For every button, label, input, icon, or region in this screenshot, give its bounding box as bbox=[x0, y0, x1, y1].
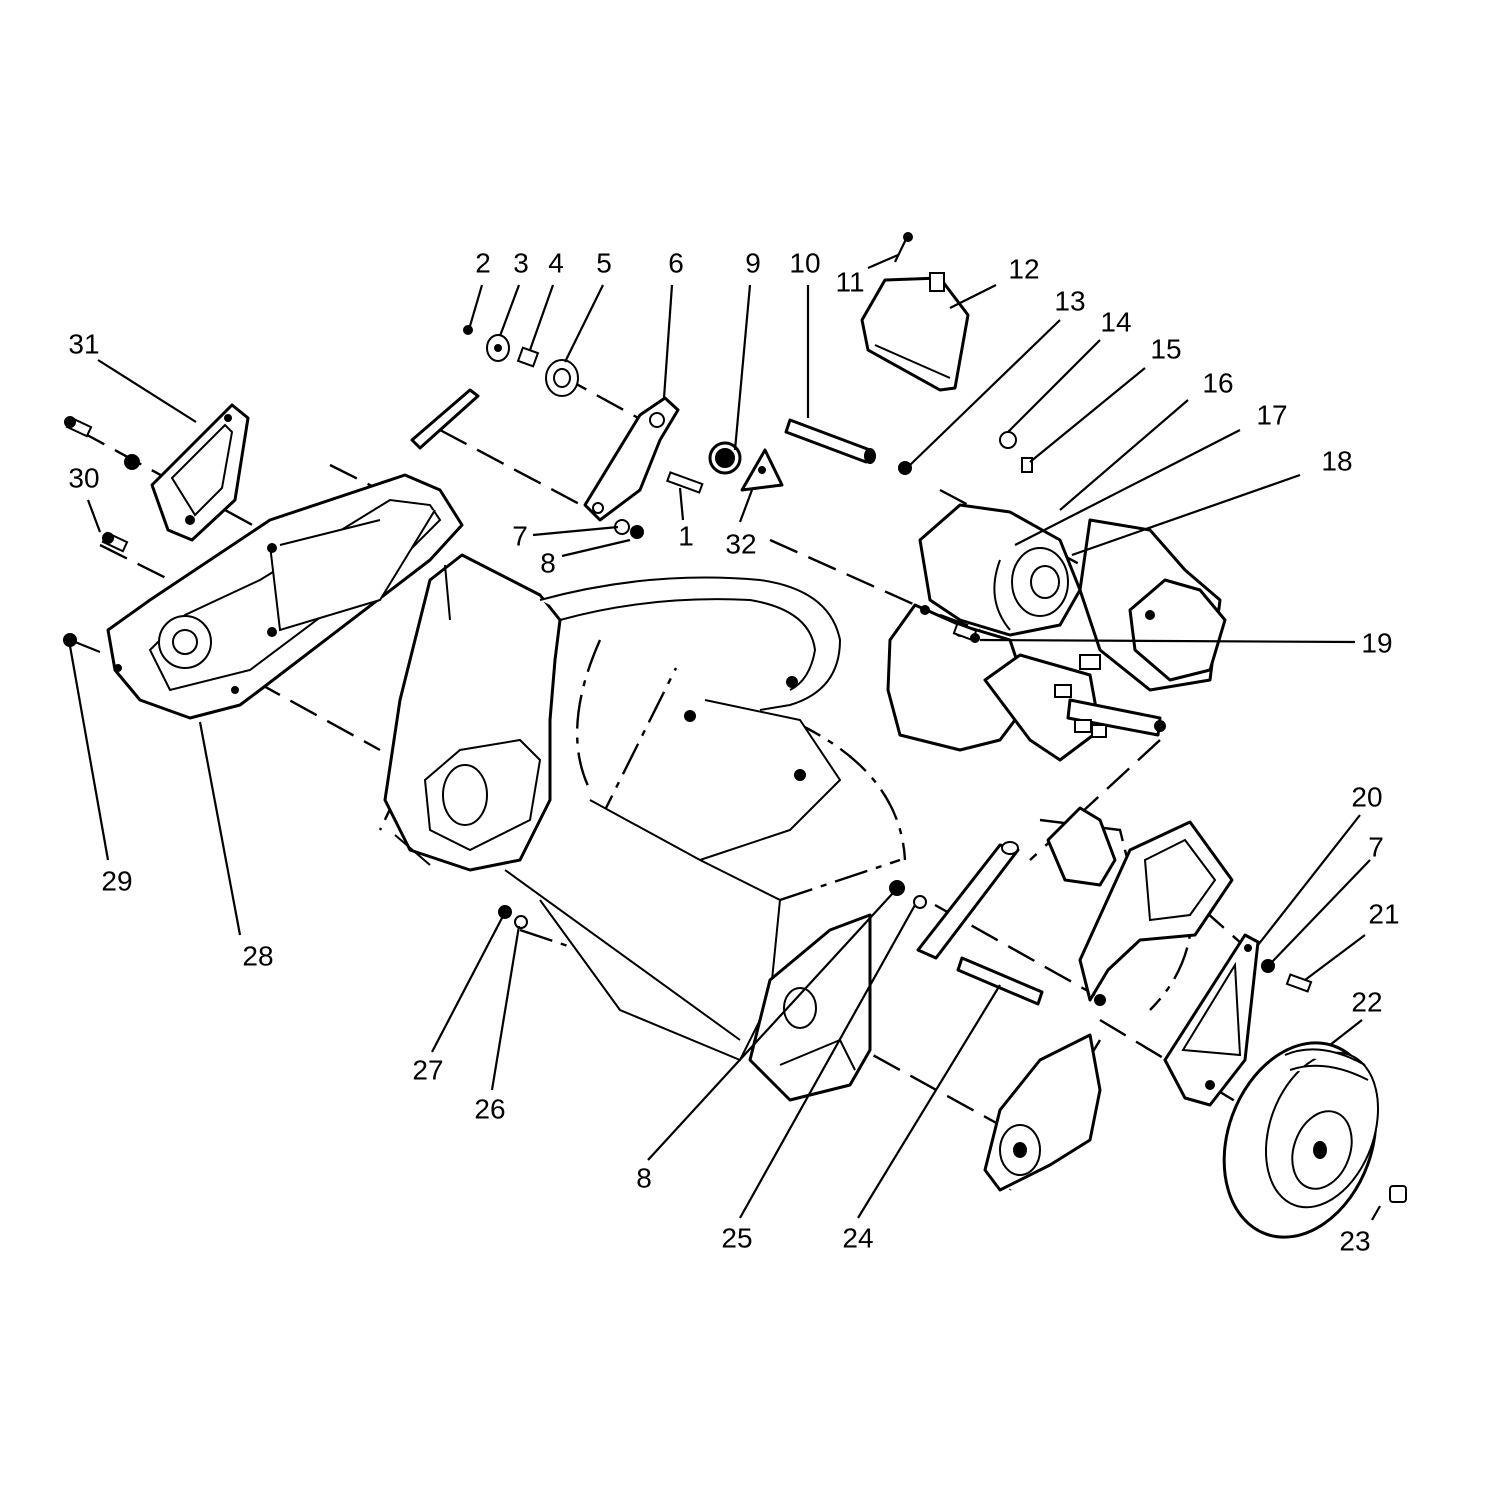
part-3-washer bbox=[486, 334, 510, 362]
callout-19: 19 bbox=[1361, 628, 1392, 659]
auger-housing bbox=[383, 553, 842, 1062]
bolt-30-upper bbox=[64, 416, 93, 438]
roller-tube bbox=[916, 841, 1020, 960]
nut-31 bbox=[124, 454, 140, 470]
part-24-rod bbox=[956, 956, 1044, 1006]
part-11-screw bbox=[894, 232, 913, 263]
motor-gearbox-assembly bbox=[886, 503, 1227, 762]
callout-16: 16 bbox=[1202, 368, 1233, 399]
callout-9: 9 bbox=[745, 248, 761, 279]
callout-23: 23 bbox=[1339, 1226, 1370, 1257]
part-13-nut bbox=[898, 461, 912, 475]
part-9-gear bbox=[708, 441, 742, 475]
part-2-pin bbox=[463, 325, 473, 335]
callout-32: 32 bbox=[725, 529, 756, 560]
callout-4: 4 bbox=[548, 248, 564, 279]
callout-31: 31 bbox=[68, 329, 99, 360]
callout-28: 28 bbox=[242, 941, 273, 972]
callout-1: 1 bbox=[678, 521, 694, 552]
bolt-21 bbox=[1285, 973, 1313, 993]
part-7-8-washer-nut bbox=[614, 519, 644, 539]
part-14-clip bbox=[999, 431, 1017, 449]
callout-29: 29 bbox=[101, 866, 132, 897]
callout-26: 26 bbox=[474, 1094, 505, 1125]
callout-3: 3 bbox=[513, 248, 529, 279]
leader-lines bbox=[68, 253, 1381, 1221]
part-23-hubcap bbox=[1389, 1185, 1407, 1203]
callout-10: 10 bbox=[789, 248, 820, 279]
callout-7a: 7 bbox=[512, 521, 528, 552]
callout-5: 5 bbox=[596, 248, 612, 279]
callout-7b: 7 bbox=[1368, 832, 1384, 863]
callout-13: 13 bbox=[1054, 286, 1085, 317]
callout-17: 17 bbox=[1256, 400, 1287, 431]
callout-27: 27 bbox=[412, 1055, 443, 1086]
callout-labels: 1 2 3 4 5 6 7 7 8 8 9 10 11 12 13 14 15 … bbox=[68, 248, 1399, 1257]
part-32-triangle-plate bbox=[740, 448, 784, 492]
callout-24: 24 bbox=[842, 1223, 873, 1254]
callout-30: 30 bbox=[68, 463, 99, 494]
callout-6: 6 bbox=[668, 248, 684, 279]
part-12-motor-cover bbox=[860, 272, 970, 392]
pivot-rod bbox=[410, 388, 480, 450]
callout-20: 20 bbox=[1351, 782, 1382, 813]
callout-15: 15 bbox=[1150, 334, 1181, 365]
callout-25: 25 bbox=[721, 1223, 752, 1254]
callout-8a: 8 bbox=[540, 548, 556, 579]
part-22-wheel bbox=[1222, 1041, 1380, 1239]
nut-8-lower bbox=[889, 880, 905, 896]
washer-7-right bbox=[1261, 959, 1275, 973]
part-10-shaft bbox=[784, 418, 876, 464]
callout-22: 22 bbox=[1351, 987, 1382, 1018]
part-31-bracket bbox=[150, 403, 250, 542]
nut-26 bbox=[514, 915, 528, 929]
part-20-wheel-bracket bbox=[1163, 933, 1260, 1107]
part-5-bushing bbox=[545, 359, 579, 397]
callout-2: 2 bbox=[475, 248, 491, 279]
callout-18: 18 bbox=[1321, 446, 1352, 477]
part-4-spacer bbox=[516, 346, 540, 368]
callout-12: 12 bbox=[1008, 254, 1039, 285]
callout-21: 21 bbox=[1368, 899, 1399, 930]
right-lower-cover bbox=[983, 1033, 1102, 1192]
nut-27 bbox=[498, 905, 512, 919]
part-1-bolt bbox=[666, 471, 704, 494]
bolt-30-lower bbox=[101, 531, 129, 553]
callout-8b: 8 bbox=[636, 1163, 652, 1194]
right-mount-bracket bbox=[1046, 806, 1234, 1006]
part-6-lever-arm bbox=[583, 396, 680, 522]
part-28-left-side-plate bbox=[106, 473, 464, 720]
bolt-29 bbox=[63, 633, 101, 654]
part-15-clip bbox=[1021, 457, 1033, 473]
callout-11: 11 bbox=[835, 267, 864, 298]
bolt-19 bbox=[952, 622, 980, 643]
callout-14: 14 bbox=[1100, 307, 1131, 338]
nut-25-lower bbox=[913, 895, 927, 909]
